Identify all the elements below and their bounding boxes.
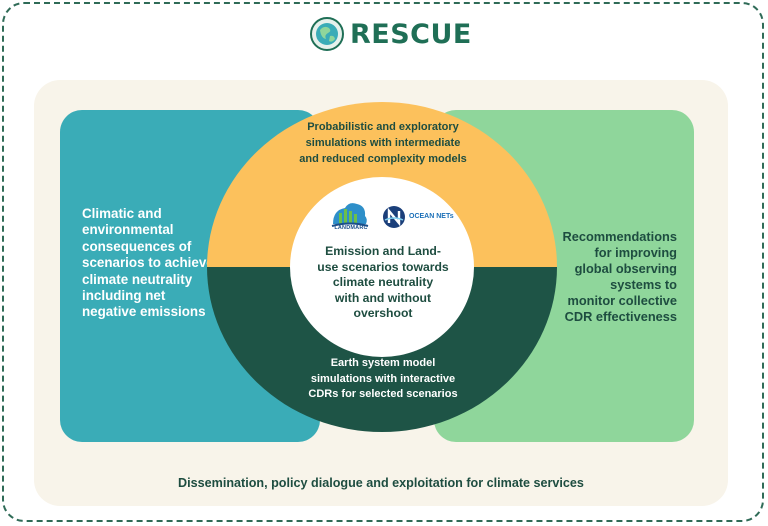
landmarc-label: LANDMARC bbox=[334, 225, 368, 231]
left-box-text: Climatic and environmental consequences … bbox=[82, 206, 214, 320]
center-text: Emission and Land- use scenarios towards… bbox=[317, 244, 449, 320]
right-box-text: Recommendations for improving global obs… bbox=[562, 229, 678, 324]
globe-icon bbox=[310, 17, 344, 51]
ring-bottom-text: Earth system model simulations with inte… bbox=[308, 357, 458, 400]
oceannets-logo: OCEAN NETs bbox=[382, 204, 454, 230]
oceannets-icon bbox=[383, 206, 405, 228]
footer-text: Dissemination, policy dialogue and explo… bbox=[178, 476, 584, 490]
landmarc-logo-icon bbox=[331, 203, 369, 227]
logo-title: RESCUE bbox=[350, 18, 472, 50]
central-ring bbox=[207, 102, 557, 432]
ring-top-text: Probabilistic and exploratory simulation… bbox=[299, 121, 467, 165]
rescue-logo: RESCUE bbox=[310, 14, 472, 54]
oceannets-label: OCEAN NETs bbox=[409, 213, 454, 220]
